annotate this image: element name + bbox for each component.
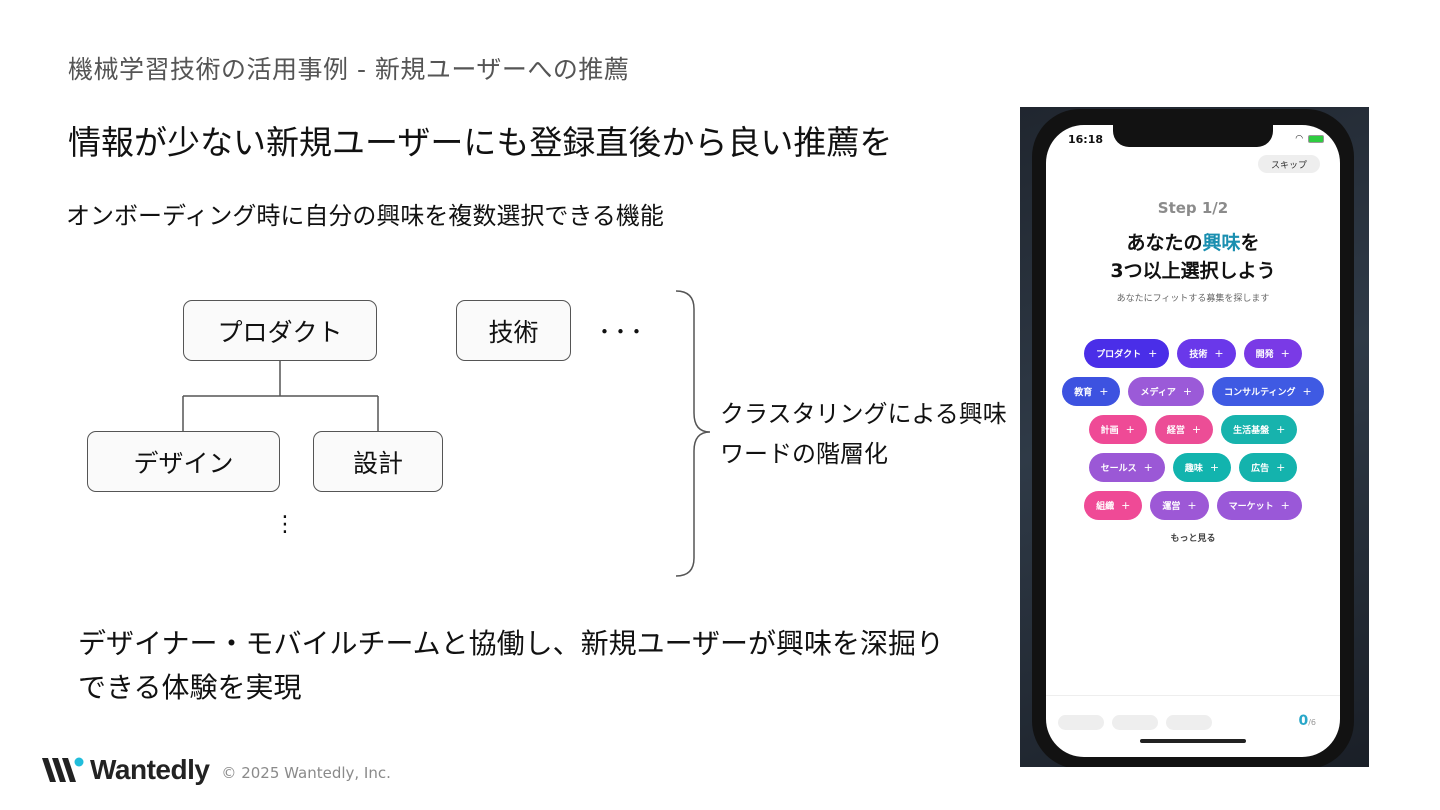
interest-chip[interactable]: 組織 + <box>1084 491 1143 520</box>
phone-frame: 16:18 ◠ スキップ Step 1/2 あなたの興味を 3つ以上選択しよう … <box>1032 109 1354 767</box>
phone-screen: 16:18 ◠ スキップ Step 1/2 あなたの興味を 3つ以上選択しよう … <box>1046 125 1340 757</box>
interest-chip-row: セールス + 趣味 + 広告 + <box>1046 453 1340 482</box>
interest-chip-label: マーケット <box>1228 502 1274 512</box>
node-product: プロダクト <box>183 300 377 361</box>
interest-chip[interactable]: 広告 + <box>1239 453 1298 482</box>
wifi-icon: ◠ <box>1295 134 1305 144</box>
interest-chip[interactable]: 教育 + <box>1062 377 1121 406</box>
slide-title: 情報が少ない新規ユーザーにも登録直後から良い推薦を <box>68 123 893 162</box>
bottom-divider <box>1046 695 1340 696</box>
interest-chip-label: コンサルティング <box>1224 388 1296 398</box>
interest-chip[interactable]: 運営 + <box>1150 491 1209 520</box>
phone-screenshot: 16:18 ◠ スキップ Step 1/2 あなたの興味を 3つ以上選択しよう … <box>1020 107 1369 767</box>
plus-icon: + <box>1214 347 1224 360</box>
headline-accent: 興味 <box>1202 232 1241 254</box>
interest-chip[interactable]: メディア + <box>1128 377 1205 406</box>
show-more-link[interactable]: もっと見る <box>1170 534 1216 544</box>
interest-chip-label: 技術 <box>1189 350 1208 360</box>
interest-chip[interactable]: 開発 + <box>1243 339 1302 368</box>
curly-brace <box>675 290 711 577</box>
interest-chip-label: 広告 <box>1251 464 1270 474</box>
vertical-ellipsis: ⋮ <box>274 512 296 537</box>
skip-button[interactable]: スキップ <box>1258 155 1320 173</box>
interest-chip[interactable]: 技術 + <box>1177 339 1236 368</box>
interest-chip-row: 計画 + 経営 + 生活基盤 + <box>1046 415 1340 444</box>
plus-icon: + <box>1276 423 1286 436</box>
interest-chip-row: プロダクト + 技術 + 開発 + <box>1046 339 1340 368</box>
interest-chip[interactable]: 経営 + <box>1154 415 1214 444</box>
selected-slot <box>1112 715 1158 730</box>
interest-chip[interactable]: マーケット + <box>1216 491 1302 520</box>
plus-icon: + <box>1280 499 1290 512</box>
selected-slot <box>1058 715 1104 730</box>
interest-chip-label: 趣味 <box>1184 464 1203 474</box>
interest-chip[interactable]: セールス + <box>1088 453 1165 482</box>
interest-chip-label: セールス <box>1100 464 1137 474</box>
wantedly-logo-icon <box>42 757 84 782</box>
node-technology: 技術 <box>456 300 571 361</box>
plus-icon: + <box>1209 461 1220 474</box>
interest-chip-label: プロダクト <box>1096 350 1142 360</box>
plus-icon: + <box>1276 461 1286 474</box>
interest-chip-label: 運営 <box>1162 502 1181 512</box>
plus-icon: + <box>1187 499 1197 512</box>
status-time: 16:18 <box>1068 133 1104 146</box>
node-design: デザイン <box>87 431 280 492</box>
selected-slot <box>1166 715 1212 730</box>
plus-icon: + <box>1099 385 1109 398</box>
interest-chip-row: 教育 + メディア + コンサルティング + <box>1046 377 1340 406</box>
slide-lead: オンボーディング時に自分の興味を複数選択できる機能 <box>66 202 664 230</box>
battery-icon <box>1308 134 1324 143</box>
plus-icon: + <box>1280 347 1290 360</box>
interest-chip[interactable]: 趣味 + <box>1172 453 1232 482</box>
horizontal-ellipsis: ･･･ <box>598 318 647 348</box>
plus-icon: + <box>1302 385 1312 398</box>
tree-connector <box>182 360 379 431</box>
home-indicator <box>1140 739 1246 743</box>
interest-chip[interactable]: 計画 + <box>1088 415 1147 444</box>
selection-counter: 0/6 <box>1298 713 1316 729</box>
interest-chip-label: 経営 <box>1166 426 1185 436</box>
status-icons: ◠ <box>1295 134 1324 144</box>
brand-name: Wantedly <box>90 754 210 785</box>
step-indicator: Step 1/2 <box>1157 199 1229 217</box>
brace-label: クラスタリングによる興味ワードの階層化 <box>720 400 1007 468</box>
interest-chip[interactable]: 生活基盤 + <box>1221 415 1298 444</box>
interest-chip[interactable]: プロダクト + <box>1084 339 1170 368</box>
plus-icon: + <box>1125 423 1135 436</box>
interest-chip-label: 生活基盤 <box>1233 426 1270 436</box>
interest-chip-label: 計画 <box>1100 426 1119 436</box>
plus-icon: + <box>1182 385 1193 398</box>
slide-subtitle: 機械学習技術の活用事例 ‐ 新規ユーザーへの推薦 <box>68 55 630 84</box>
plus-icon: + <box>1121 499 1131 512</box>
bottom-text: デザイナー・モバイルチームと協働し、新規ユーザーが興味を深掘りできる体験を実現 <box>78 627 945 704</box>
interest-chip-label: 開発 <box>1255 350 1274 360</box>
phone-notch <box>1113 125 1273 147</box>
onboarding-headline: あなたの興味を 3つ以上選択しよう <box>1110 232 1276 282</box>
copyright: © 2025 Wantedly, Inc. <box>221 764 391 782</box>
interest-chip[interactable]: コンサルティング + <box>1212 377 1324 406</box>
plus-icon: + <box>1143 461 1153 474</box>
interest-chip-label: メディア <box>1140 388 1176 398</box>
node-architecture: 設計 <box>313 431 443 492</box>
plus-icon: + <box>1191 423 1202 436</box>
interest-chip-row: 組織 + 運営 + マーケット + <box>1046 491 1340 520</box>
interest-chip-label: 組織 <box>1096 502 1115 512</box>
onboarding-caption: あなたにフィットする募集を探します <box>1116 294 1270 304</box>
footer: Wantedly © 2025 Wantedly, Inc. <box>40 750 391 790</box>
interest-chip-label: 教育 <box>1074 388 1093 398</box>
plus-icon: + <box>1148 347 1158 360</box>
